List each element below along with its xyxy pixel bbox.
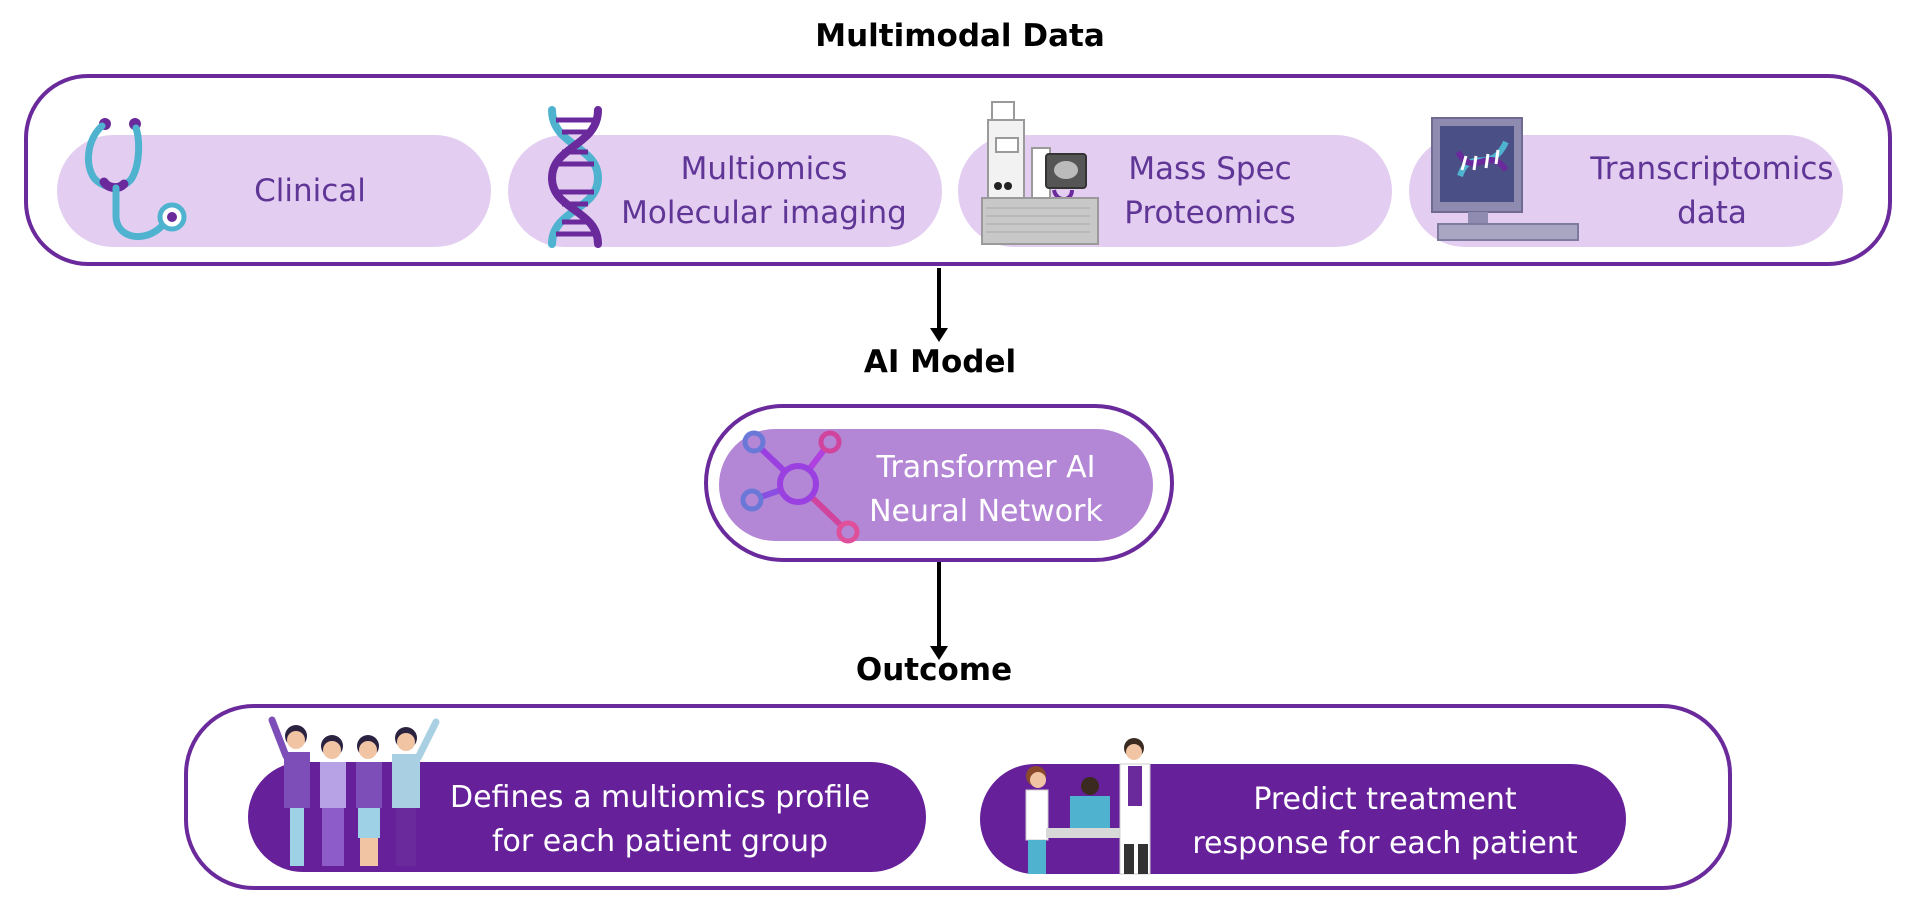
outcome-label-profile: Defines a multiomics profile for each pa… <box>449 780 870 859</box>
computer-monitor-dna-icon <box>1431 117 1579 241</box>
dna-helix-icon <box>547 106 603 248</box>
arrow-model-to-outcome <box>937 562 941 648</box>
outcome-section-title: Outcome <box>855 652 1013 688</box>
input-label-clinical: Clinical <box>254 173 366 209</box>
data-section-title: Multimodal Data <box>815 18 1105 54</box>
arrow-model-to-outcome-head <box>930 646 948 660</box>
arrow-data-to-model-head <box>930 328 948 342</box>
patient-group-illustration <box>268 716 440 866</box>
model-section-title: AI Model <box>863 344 1017 380</box>
neural-network-icon <box>740 430 860 544</box>
model-label: Transformer AI Neural Network <box>869 450 1103 529</box>
input-label-multiomics: Multiomics Molecular imaging <box>621 151 907 231</box>
input-pill-clinical <box>57 135 491 247</box>
input-label-transcriptomics: Transcriptomics data <box>1590 151 1834 231</box>
input-label-mass-spec: Mass Spec Proteomics <box>1124 151 1296 231</box>
mass-spectrometer-icon <box>981 101 1099 245</box>
doctor-patient-illustration <box>1025 738 1151 875</box>
arrow-data-to-model <box>937 268 941 328</box>
outcome-label-prediction: Predict treatment response for each pati… <box>1192 782 1578 861</box>
stethoscope-icon <box>84 118 187 240</box>
